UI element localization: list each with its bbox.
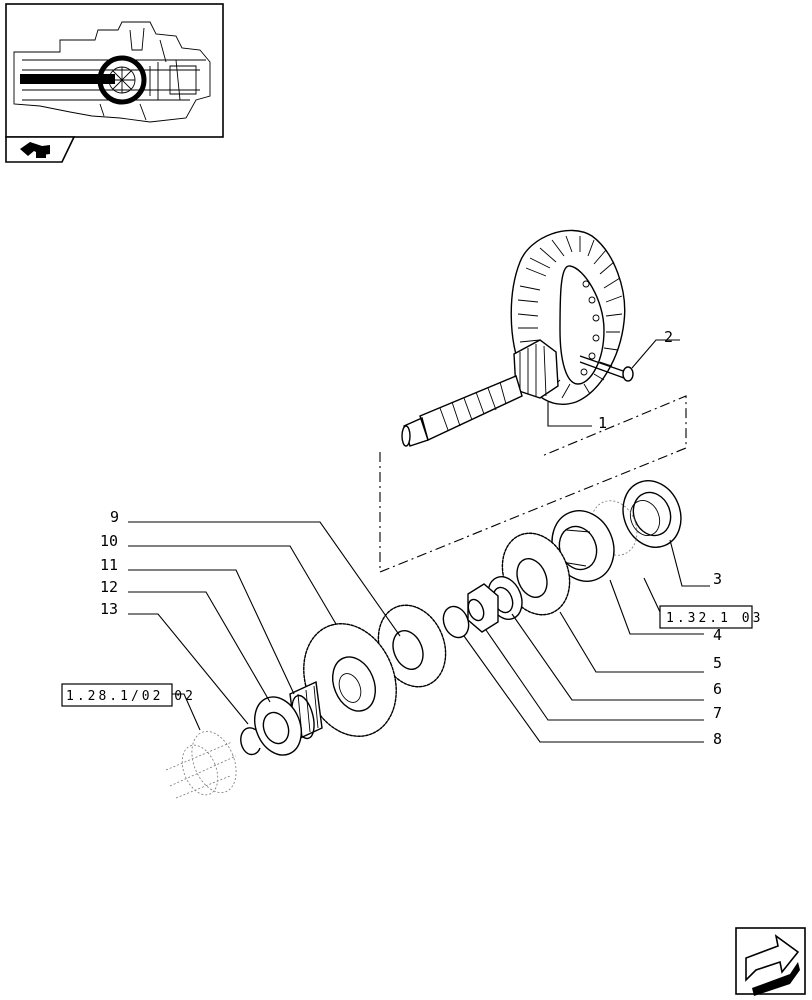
- callout-6: 6: [713, 680, 722, 698]
- next-page-arrow-icon[interactable]: [735, 927, 806, 996]
- bearing-part-3: [622, 480, 682, 548]
- transmission-thumbnail-icon[interactable]: [5, 3, 224, 138]
- callout-5: 5: [713, 654, 722, 672]
- main-shaft-ghost: [165, 730, 237, 799]
- callout-10: 10: [100, 532, 118, 550]
- svg-text:1.32.1 03: 1.32.1 03: [666, 611, 763, 626]
- leader-lines: [128, 339, 710, 743]
- nut-part-7: [467, 583, 499, 633]
- callout-9: 9: [110, 508, 119, 526]
- callout-13: 13: [100, 600, 118, 618]
- callout-3: 3: [713, 570, 722, 588]
- callout-8: 8: [713, 730, 722, 748]
- spacer-ghost: [590, 500, 638, 556]
- bevel-ring-gear-and-pinion: [401, 229, 626, 447]
- ring-part-8: [442, 605, 470, 639]
- back-arrow-icon[interactable]: [5, 136, 76, 163]
- ring-gear-bolt: [579, 355, 634, 382]
- callout-4: 4: [713, 626, 722, 644]
- snap-ring-part-13: [240, 727, 261, 756]
- callout-2: 2: [664, 328, 673, 346]
- callout-7: 7: [713, 704, 722, 722]
- reference-box-bearing-group[interactable]: 1.32.1 03: [659, 605, 763, 629]
- callout-1: 1: [598, 414, 607, 432]
- assembly-boundary: [379, 395, 687, 573]
- callout-12: 12: [100, 578, 118, 596]
- reference-box-shaft-group[interactable]: 1.28.1/02 02: [61, 683, 196, 707]
- callout-11: 11: [100, 556, 118, 574]
- callout-labels: 1 2 3 4 5 6 7 8 9 10 11 12 13: [100, 328, 722, 748]
- svg-text:1.28.1/02 02: 1.28.1/02 02: [66, 689, 196, 704]
- bearing-part-12: [254, 696, 302, 756]
